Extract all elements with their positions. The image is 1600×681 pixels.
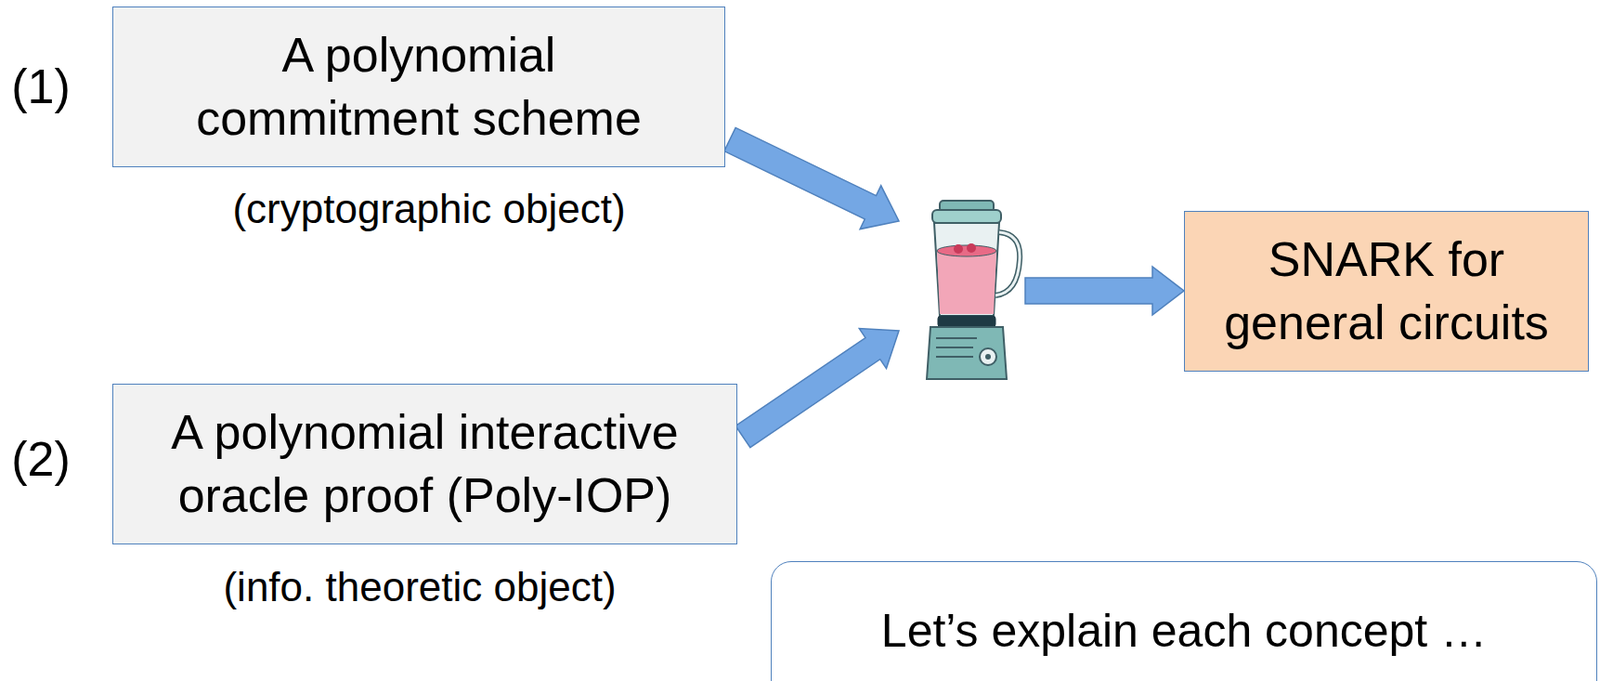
note-box: Let’s explain each concept …: [770, 560, 1598, 681]
blender-illustration: [926, 200, 1020, 379]
block-arrow: [724, 127, 899, 229]
note-text: (cryptographic object): [232, 185, 625, 233]
concept-box: A polynomial interactive oracle proof (P…: [112, 383, 738, 545]
box-text: Let’s explain each concept …: [881, 600, 1487, 662]
note-text: (info. theoretic object): [222, 563, 616, 611]
block-arrow: [735, 328, 899, 448]
callout-number: (1): [11, 58, 71, 115]
callout-number: (2): [11, 430, 71, 487]
block-arrow: [1025, 266, 1184, 315]
concept-box: A polynomial commitment scheme: [112, 6, 726, 168]
box-text: A polynomial interactive oracle proof (P…: [126, 401, 724, 527]
box-text: SNARK for general circuits: [1197, 228, 1575, 354]
result-box: SNARK for general circuits: [1183, 210, 1589, 372]
box-text: A polynomial commitment scheme: [126, 24, 712, 150]
block-arrows: [724, 127, 1184, 447]
